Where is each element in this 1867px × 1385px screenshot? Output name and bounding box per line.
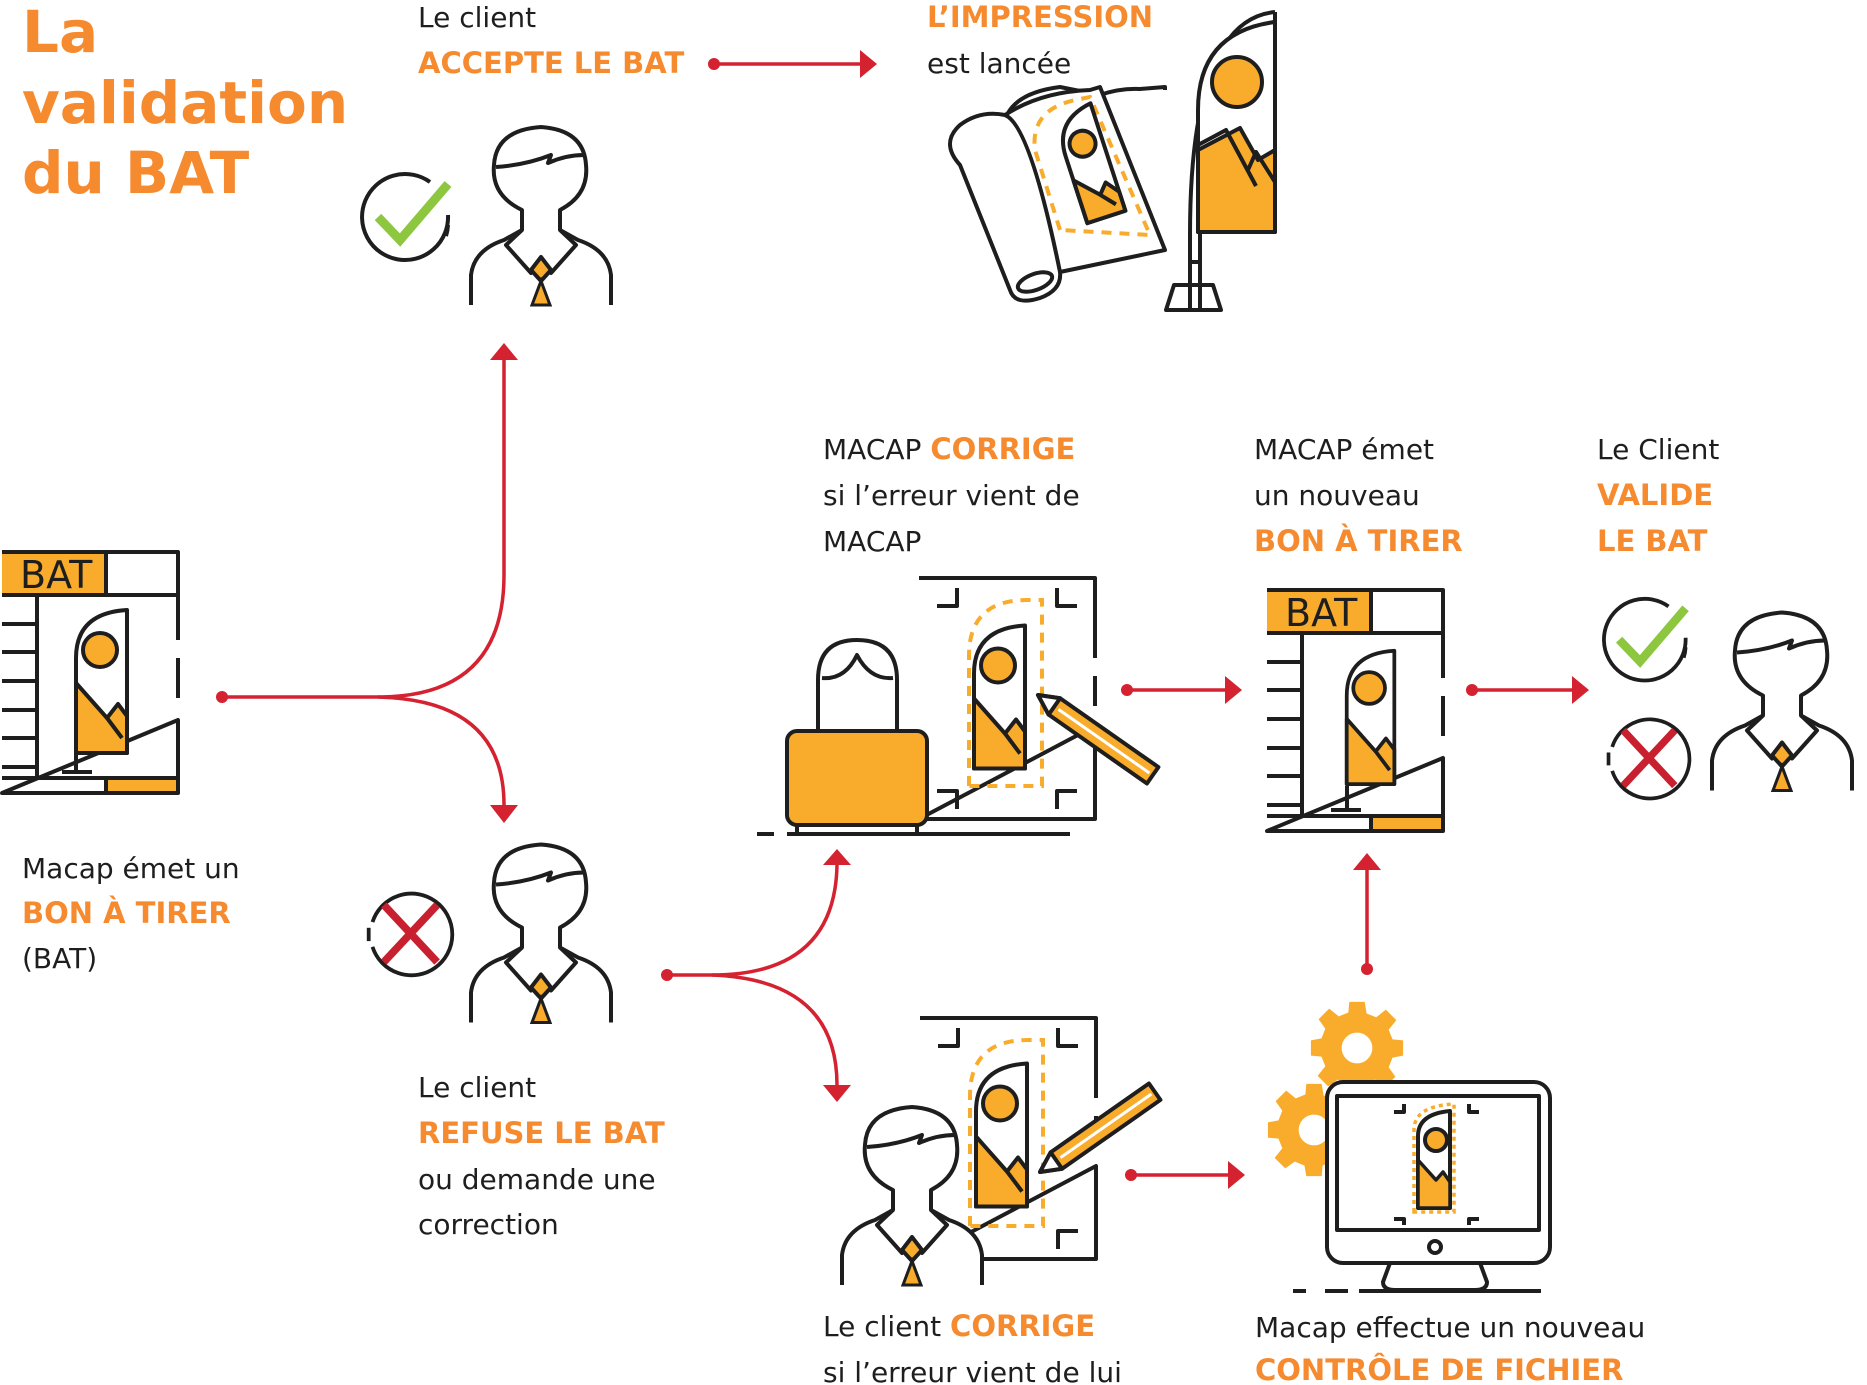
- bat-document-icon: BAT: [1265, 588, 1445, 833]
- bat-doc-label: BAT: [20, 553, 93, 597]
- fork-arrow-refuse: [661, 849, 851, 1102]
- bat-document-icon: BAT: [0, 550, 180, 795]
- client-refuse-icon: [471, 845, 611, 1023]
- emit-bat-line1: Macap émet un: [22, 852, 240, 885]
- step-emit-bat: BAT Macap émet un BON À TIRER (BAT): [0, 550, 240, 975]
- macap-corrects-line3: MACAP: [823, 525, 921, 558]
- validate-highlight1: VALIDE: [1597, 478, 1713, 512]
- arrow-file-check-to-new-bat: [1353, 853, 1381, 975]
- fork-arrow-emit: [216, 343, 518, 823]
- step-client-corrects: Le client CORRIGE si l’erreur vient de l…: [823, 1016, 1163, 1385]
- new-bat-highlight: BON À TIRER: [1254, 524, 1463, 558]
- check-icon: [1604, 599, 1686, 681]
- refuse-line1: Le client: [418, 1071, 536, 1104]
- new-bat-line1: MACAP émet: [1254, 433, 1434, 466]
- arrow-macap-to-new-bat: [1121, 676, 1242, 704]
- client-corrects-line2: si l’erreur vient de lui: [823, 1356, 1122, 1385]
- step-accept: Le client ACCEPTE LE BAT: [362, 1, 684, 307]
- step-new-bat: MACAP émet un nouveau BON À TIRER BAT: [1254, 433, 1463, 833]
- client-corrects-highlight: CORRIGE: [950, 1309, 1095, 1343]
- designer-correcting-icon: [757, 576, 1161, 836]
- page-title: La validation du BAT: [22, 0, 348, 207]
- print-roll-and-flag-icon: [948, 10, 1277, 312]
- arrow-client-to-file-check: [1125, 1161, 1245, 1189]
- client-correcting-icon: [842, 1016, 1163, 1285]
- client-decision-icon: [1712, 613, 1852, 791]
- arrow-accept-to-printing: [708, 50, 877, 78]
- title-line-3: du BAT: [22, 139, 250, 207]
- client-accept-icon: [469, 125, 613, 307]
- printing-line2: est lancée: [927, 47, 1071, 80]
- arrow-to-refuse: [377, 695, 506, 806]
- arrow-head-down: [490, 805, 518, 823]
- refuse-highlight: REFUSE LE BAT: [418, 1116, 665, 1150]
- check-icon: [362, 174, 448, 260]
- accept-highlight: ACCEPTE LE BAT: [418, 46, 684, 80]
- macap-corrects-highlight: CORRIGE: [930, 432, 1075, 466]
- step-file-check: Macap effectue un nouveau CONTRÔLE DE FI…: [1255, 1001, 1645, 1385]
- file-check-highlight: CONTRÔLE DE FICHIER: [1255, 1353, 1623, 1385]
- new-bat-line2: un nouveau: [1254, 479, 1420, 512]
- macap-corrects-line2: si l’erreur vient de: [823, 479, 1080, 512]
- client-corrects-prefix: Le client: [823, 1310, 941, 1343]
- cross-icon: [369, 894, 453, 976]
- title-line-1: La: [22, 0, 98, 66]
- step-printing: L’IMPRESSION est lancée: [927, 0, 1277, 312]
- step-refuse: Le client REFUSE LE BAT ou demande une c…: [369, 845, 665, 1241]
- arrow-to-accept: [222, 360, 506, 699]
- printing-highlight: L’IMPRESSION: [927, 0, 1153, 34]
- step-macap-corrects: MACAP CORRIGE si l’erreur vient de MACAP: [757, 432, 1161, 836]
- step-validate: Le Client VALIDE LE BAT: [1597, 433, 1852, 798]
- emit-bat-highlight: BON À TIRER: [22, 896, 231, 930]
- macap-corrects-prefix: MACAP: [823, 433, 921, 466]
- monitor-gears-icon: [1267, 1001, 1552, 1293]
- arrow-head-up: [490, 343, 518, 360]
- macap-corrects-line1: MACAP CORRIGE: [823, 432, 1075, 466]
- arrow-new-bat-to-validate: [1466, 676, 1589, 704]
- accept-line1: Le client: [418, 1, 536, 34]
- refuse-line4: correction: [418, 1208, 559, 1241]
- title-line-2: validation: [22, 69, 348, 137]
- validate-highlight2: LE BAT: [1597, 524, 1708, 558]
- client-corrects-line1: Le client CORRIGE: [823, 1309, 1095, 1343]
- bat-doc-label: BAT: [1285, 591, 1358, 635]
- emit-bat-line3: (BAT): [22, 942, 97, 975]
- cross-icon: [1609, 719, 1690, 798]
- file-check-line1: Macap effectue un nouveau: [1255, 1311, 1645, 1344]
- validate-line1: Le Client: [1597, 433, 1719, 466]
- refuse-line3: ou demande une: [418, 1163, 656, 1196]
